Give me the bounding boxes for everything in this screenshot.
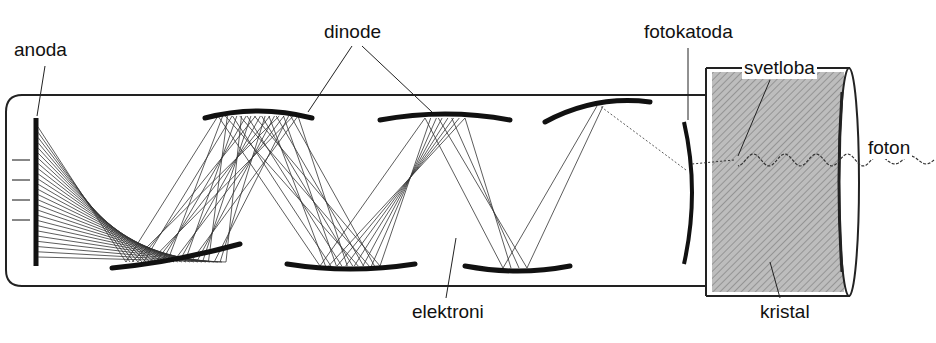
electron-path — [600, 106, 686, 170]
electron-path — [179, 116, 261, 262]
electron-path — [291, 116, 375, 266]
electron-path — [132, 116, 279, 262]
part-label: fotokatoda — [642, 22, 735, 43]
electron-path — [254, 116, 380, 266]
dynodes — [112, 101, 650, 271]
electron-path — [173, 116, 284, 262]
electron-path — [220, 116, 265, 262]
electron-path — [167, 116, 223, 262]
electron-path — [262, 116, 353, 266]
electron-path — [161, 116, 246, 262]
electron-path — [247, 116, 342, 266]
crystal-body — [712, 72, 844, 292]
electron-path — [38, 153, 146, 262]
electron-path — [320, 118, 425, 266]
electron-path — [240, 116, 369, 266]
electron-path — [380, 118, 431, 266]
electron-path — [425, 118, 503, 268]
electron-path — [155, 116, 269, 262]
electron-path — [276, 116, 363, 266]
electron-path — [191, 116, 298, 262]
electron-path — [298, 116, 347, 266]
electron-path — [144, 116, 233, 262]
electron-path — [337, 118, 459, 266]
crystal-face — [839, 68, 859, 296]
electron-path — [452, 118, 519, 268]
crystal-housing — [706, 68, 850, 296]
electron-path — [38, 148, 142, 262]
leader-lines — [37, 46, 780, 298]
electron-path — [503, 106, 597, 268]
part-label: foton — [866, 138, 912, 159]
electron-path — [465, 118, 511, 268]
light-path — [692, 160, 734, 164]
electron-path — [138, 116, 256, 262]
electron-path — [527, 106, 603, 268]
anode-plate — [34, 118, 39, 266]
part-label: kristal — [758, 302, 812, 323]
electron-path — [438, 118, 527, 268]
electron-path — [150, 116, 294, 262]
crystal-window — [839, 92, 842, 272]
electron-path — [197, 116, 275, 262]
electron-path — [208, 116, 227, 262]
electron-path — [38, 257, 226, 262]
part-label: svetloba — [742, 58, 817, 79]
part-label: dinode — [322, 22, 383, 43]
electron-path — [329, 118, 465, 266]
electron-path — [354, 118, 448, 266]
part-label: anoda — [12, 40, 69, 61]
glass-tube — [6, 95, 705, 286]
part-label: elektroni — [410, 302, 486, 323]
electron-paths — [38, 106, 686, 268]
anode-arrows — [12, 160, 30, 220]
electron-path — [363, 118, 442, 266]
electron-path — [214, 116, 288, 262]
electron-path — [371, 118, 436, 266]
electron-path — [225, 116, 358, 266]
photocathode — [684, 122, 692, 264]
